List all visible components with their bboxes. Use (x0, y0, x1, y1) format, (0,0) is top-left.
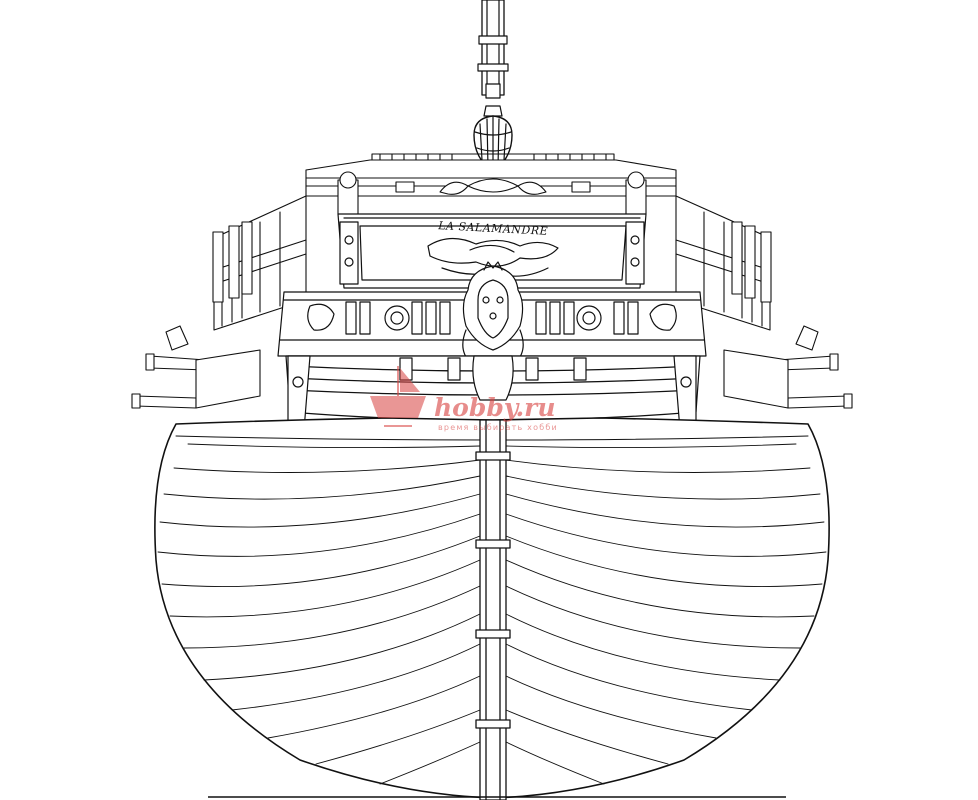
upper-cabin (305, 153, 677, 215)
ship-name-banner: LA SALAMANDRE (437, 219, 548, 238)
mast (477, 0, 509, 99)
port-cannons (131, 325, 261, 409)
ship-logo-icon (370, 366, 426, 427)
watermark-slogan: время выбирать хобби (438, 423, 558, 432)
starboard-cannons (723, 325, 853, 409)
hull-planking-port (157, 443, 481, 785)
hull-planking-starboard (505, 443, 827, 785)
watermark-logo-text: hobby.ru (434, 393, 556, 422)
taffrail-nameboard (337, 213, 647, 289)
transom (285, 355, 701, 441)
watermark: hobby.ru время выбирать хобби (370, 366, 558, 432)
rudder (475, 419, 511, 800)
